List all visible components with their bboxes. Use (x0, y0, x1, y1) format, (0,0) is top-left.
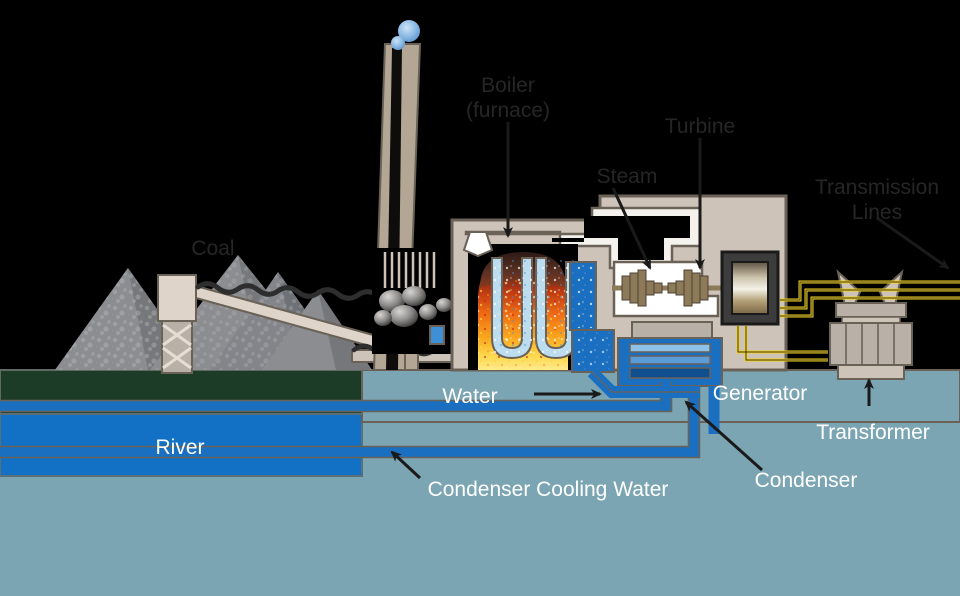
turbine-blades-left (621, 269, 663, 307)
label-generator: Generator (713, 382, 808, 405)
coal-lumps (374, 286, 452, 327)
river-water (0, 413, 363, 477)
feedwater-line (587, 367, 700, 398)
label-water: Water (442, 385, 497, 408)
leader-condenser (684, 400, 764, 472)
transmission-lines (736, 280, 960, 362)
steam-pipe (569, 261, 615, 373)
conveyor-tower (157, 274, 197, 374)
label-transmission-line1: Transmission (815, 176, 939, 199)
leader-steam (611, 187, 652, 270)
label-boiler-line1: Boiler (481, 74, 535, 97)
leader-cooling-water (390, 450, 422, 480)
smoke-puffs (391, 20, 420, 50)
transformer (829, 269, 913, 380)
leader-transmission (876, 216, 950, 270)
generator (720, 250, 780, 326)
precipitator (372, 248, 454, 354)
label-river: River (155, 436, 204, 459)
label-condenser: Condenser (755, 469, 858, 492)
label-transformer: Transformer (816, 421, 930, 444)
leader-lines (390, 122, 950, 480)
turbine-blades-right (667, 269, 709, 307)
label-boiler-line2: (furnace) (466, 99, 550, 122)
label-turbine: Turbine (665, 115, 735, 138)
condenser (617, 337, 723, 387)
label-condenser-cooling-water: Condenser Cooling Water (428, 478, 669, 501)
label-steam: Steam (597, 165, 658, 188)
label-transmission-line2: Lines (852, 201, 902, 224)
boiler-furnace (462, 231, 578, 370)
label-coal: Coal (191, 237, 234, 260)
